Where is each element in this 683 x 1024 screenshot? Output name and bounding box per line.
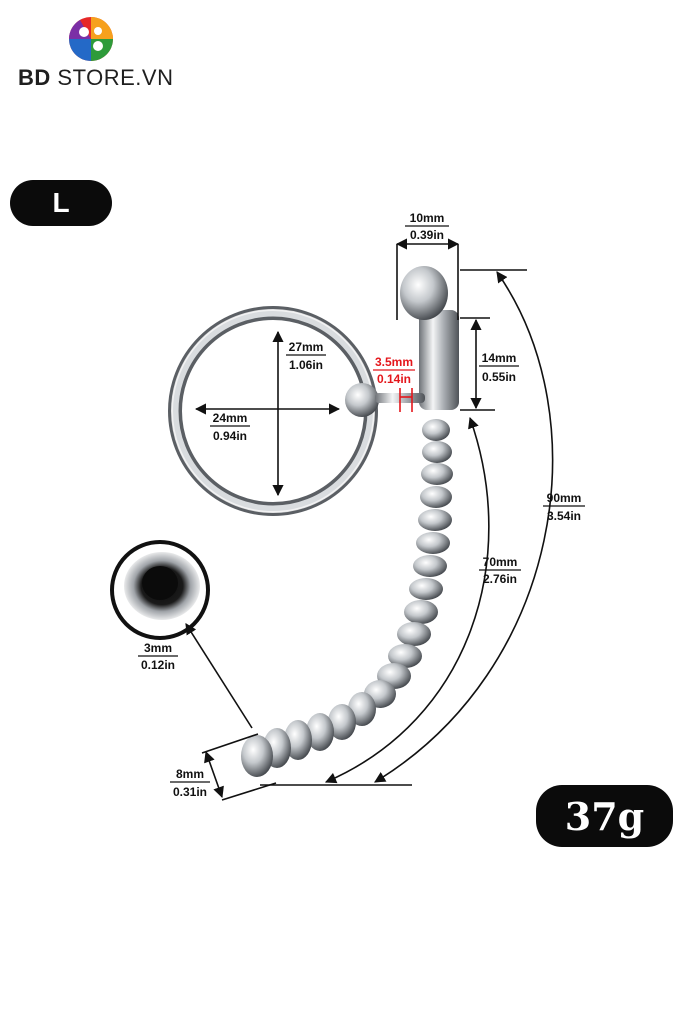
brand-name: BD STORE.VN: [18, 65, 174, 90]
dim-tube-length-mm: 14mm: [482, 351, 517, 365]
dim-total-length-in: 3.54in: [547, 509, 581, 523]
dim-width-top-mm: 10mm: [410, 211, 445, 225]
dim-tube-length: 14mm 0.55in: [479, 351, 519, 384]
ball-gap-marker: [399, 388, 413, 412]
dim-tip-diameter: 8mm 0.31in: [170, 767, 210, 799]
size-badge: L: [10, 180, 112, 226]
dim-ball-gap-mm: 3.5mm: [375, 355, 413, 369]
ring: [168, 306, 378, 516]
ring-ball: [345, 383, 379, 417]
dim-ring-height-in: 1.06in: [289, 358, 323, 372]
dim-hole-diameter-in: 0.12in: [141, 658, 175, 672]
dim-tip-diameter-in: 0.31in: [173, 785, 207, 799]
dim-rod-length-in: 2.76in: [483, 572, 517, 586]
dim-hole-diameter: 3mm 0.12in: [138, 641, 178, 672]
dim-hole-diameter-mm: 3mm: [144, 641, 172, 655]
dim-width-top: 10mm 0.39in: [405, 211, 449, 242]
dim-total-length: 90mm 3.54in: [543, 491, 585, 523]
weight-badge: 37g: [536, 785, 673, 847]
dim-tube-length-in: 0.55in: [482, 370, 516, 384]
rainbow-yinyang-icon: [69, 17, 113, 61]
dim-ring-width: 24mm 0.94in: [210, 411, 250, 443]
dim-tip-diameter-mm: 8mm: [176, 767, 204, 781]
dim-total-length-mm: 90mm: [547, 491, 582, 505]
dim-rod-length: 70mm 2.76in: [479, 555, 521, 586]
dimension-lines: [185, 238, 554, 801]
dim-width-top-in: 0.39in: [410, 228, 444, 242]
dim-ring-width-in: 0.94in: [213, 429, 247, 443]
connector-tube: [419, 310, 459, 410]
dim-ring-width-mm: 24mm: [213, 411, 248, 425]
dim-ring-height-mm: 27mm: [289, 340, 324, 354]
dim-ball-gap-in: 0.14in: [377, 372, 411, 386]
dim-ball-gap: 3.5mm 0.14in: [373, 355, 415, 386]
top-ball: [400, 266, 448, 320]
dim-ring-height: 27mm 1.06in: [286, 340, 326, 372]
dim-rod-length-mm: 70mm: [483, 555, 518, 569]
hole-detail: [110, 540, 210, 640]
brand-logo: BD STORE.VN: [18, 12, 188, 92]
